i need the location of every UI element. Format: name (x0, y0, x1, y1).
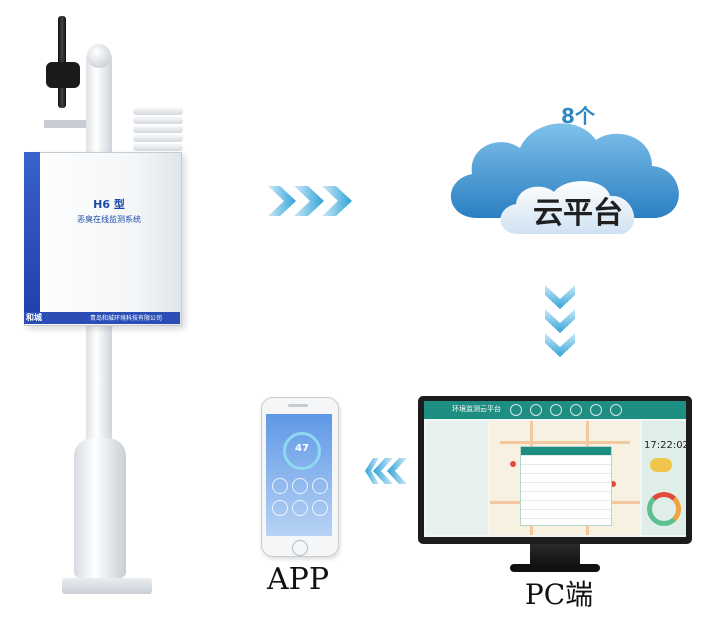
reading-ring (283, 432, 321, 470)
pole-base (74, 438, 126, 578)
antenna-head (46, 62, 80, 88)
device-title: H6 型 (93, 198, 125, 211)
nav-icon (610, 404, 622, 416)
nav-icon (590, 404, 602, 416)
sensor-icon (272, 500, 288, 516)
monitor-base (510, 564, 600, 572)
device-stripe (24, 152, 40, 324)
screen-sidebar (426, 421, 488, 535)
data-table (520, 446, 612, 526)
device-subtitle: 恶臭在线监测系统 (77, 215, 141, 224)
nav-icon (550, 404, 562, 416)
phone-reading: 47 (295, 443, 309, 454)
pole-cap (87, 44, 111, 68)
device-footer (24, 312, 180, 324)
monitor-stand (530, 544, 580, 566)
base-plate (62, 578, 152, 594)
weather-icon (650, 458, 672, 472)
app-label: APP (266, 562, 330, 597)
platform-count: 8个 (561, 104, 595, 128)
home-button (292, 540, 308, 556)
pc-label: PC端 (524, 578, 594, 611)
cloud-platform-label: 云平台 (533, 196, 623, 231)
device-logo: 和城 (26, 313, 42, 322)
radiation-shield (133, 108, 183, 153)
screen-title: 环境监测云平台 (452, 405, 501, 413)
gauge-icon (647, 492, 681, 526)
mount-arm (44, 120, 94, 128)
arrow-left-icon (365, 458, 407, 484)
nav-icon (530, 404, 542, 416)
phone-speaker (288, 404, 308, 407)
cloud-icon (450, 123, 679, 234)
sensor-icon (292, 478, 308, 494)
screen-time: 17:22:02 (644, 440, 689, 451)
nav-icon (570, 404, 582, 416)
device-company: 青岛和城环境科技有限公司 (89, 315, 162, 322)
sensor-icon (312, 500, 328, 516)
device-box (24, 152, 182, 326)
sensor-icon (272, 478, 288, 494)
sensor-icon (312, 478, 328, 494)
arrow-right-icon (268, 186, 352, 216)
arrow-down-icon (545, 285, 575, 357)
nav-icon (510, 404, 522, 416)
sensor-icon (292, 500, 308, 516)
